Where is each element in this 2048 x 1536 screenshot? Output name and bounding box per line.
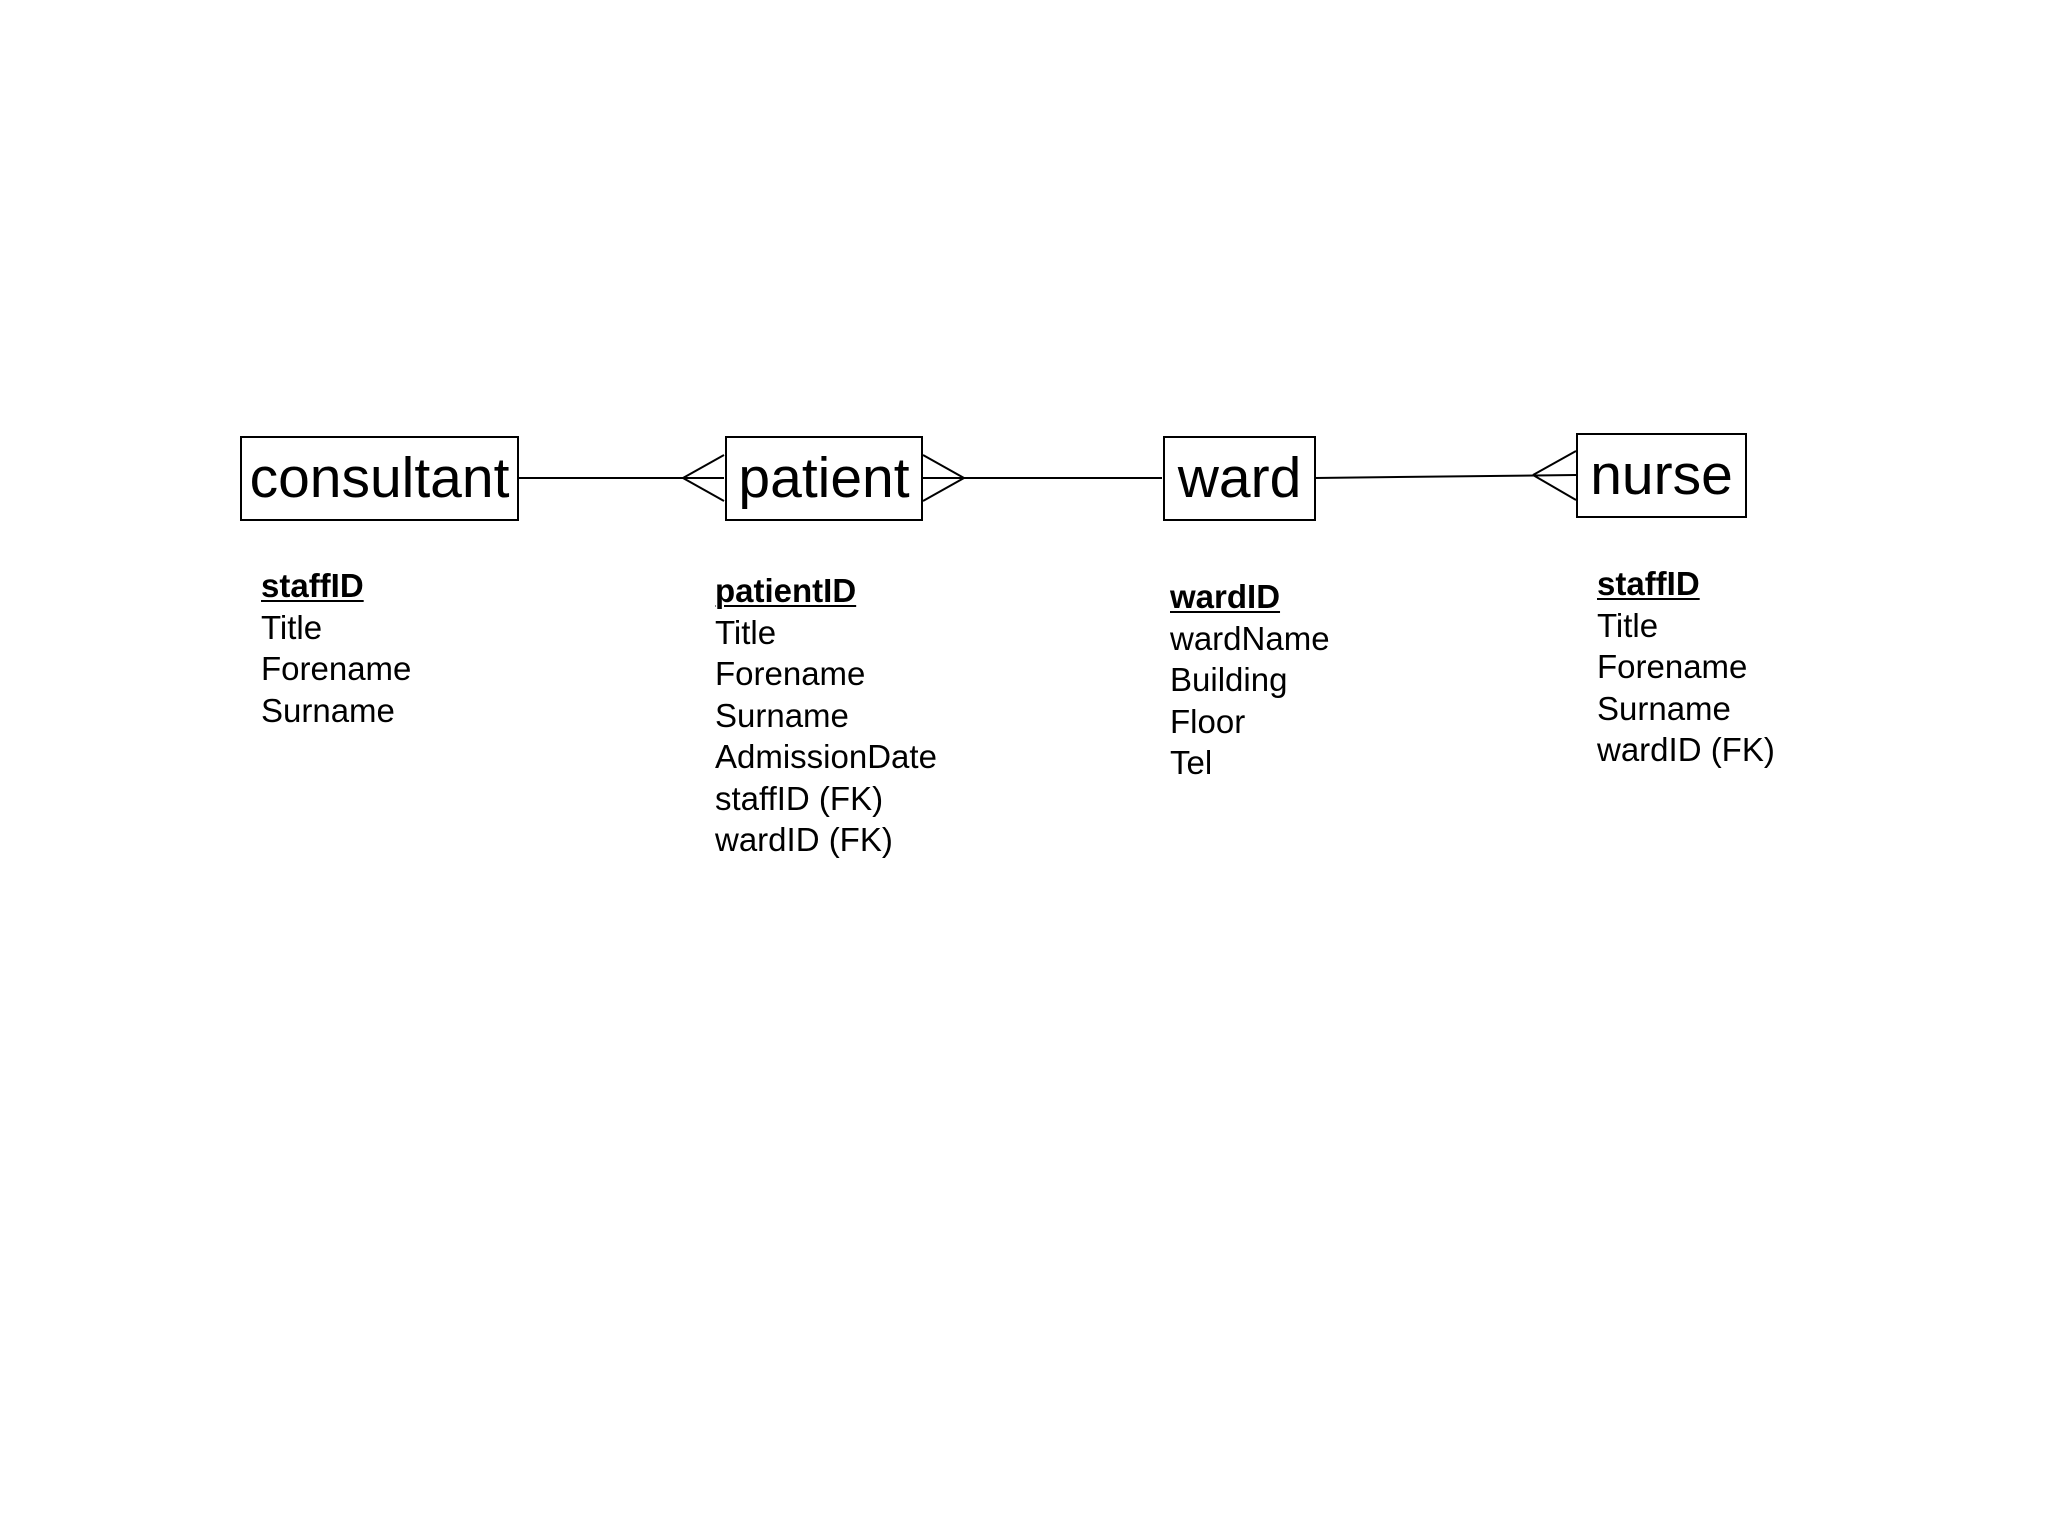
attribute: Title	[1597, 606, 1659, 644]
primary-key-nurse: staffID	[1597, 565, 1700, 602]
attribute: Forename	[1597, 648, 1748, 685]
primary-key-ward: wardID	[1170, 578, 1281, 615]
primary-key-consultant: staffID	[261, 567, 364, 604]
attribute: wardName	[1170, 619, 1330, 657]
attribute: AdmissionDate	[715, 738, 937, 775]
relationship-ward-nurse	[1314, 474, 1577, 479]
entity-ward: ward	[1163, 436, 1316, 521]
attribute: Title	[261, 608, 323, 646]
attribute: Surname	[1597, 689, 1731, 727]
attributes-ward: wardID wardName Building Floor Tel	[1170, 576, 1330, 784]
attribute: Surname	[261, 691, 395, 729]
attributes-consultant: staffID Title Forename Surname	[261, 565, 411, 731]
attribute: Building	[1170, 661, 1288, 698]
entity-name-ward: ward	[1177, 446, 1302, 510]
primary-key-patient: patientID	[715, 572, 857, 609]
attribute: staffID (FK)	[715, 779, 884, 817]
attribute: Title	[715, 613, 777, 651]
attributes-nurse: staffID Title Forename Surname wardID (F…	[1597, 563, 1775, 771]
crows-foot-patient-left	[682, 454, 725, 502]
entity-nurse: nurse	[1576, 433, 1747, 518]
entity-patient: patient	[725, 436, 923, 521]
crows-foot-patient-right	[922, 454, 965, 502]
entity-name-nurse: nurse	[1590, 443, 1733, 507]
entity-name-consultant: consultant	[249, 446, 510, 510]
attribute: wardID (FK)	[1597, 731, 1775, 768]
attributes-patient: patientID Title Forename Surname Admissi…	[715, 570, 937, 861]
entity-name-patient: patient	[738, 446, 910, 510]
attribute: wardID (FK)	[715, 821, 893, 858]
attribute: Floor	[1170, 702, 1246, 740]
attribute: Forename	[715, 655, 866, 692]
attribute: Tel	[1170, 744, 1213, 781]
entity-consultant: consultant	[240, 436, 519, 521]
attribute: Surname	[715, 696, 849, 734]
crows-foot-nurse-left	[1532, 450, 1577, 501]
attribute: Forename	[261, 650, 412, 687]
